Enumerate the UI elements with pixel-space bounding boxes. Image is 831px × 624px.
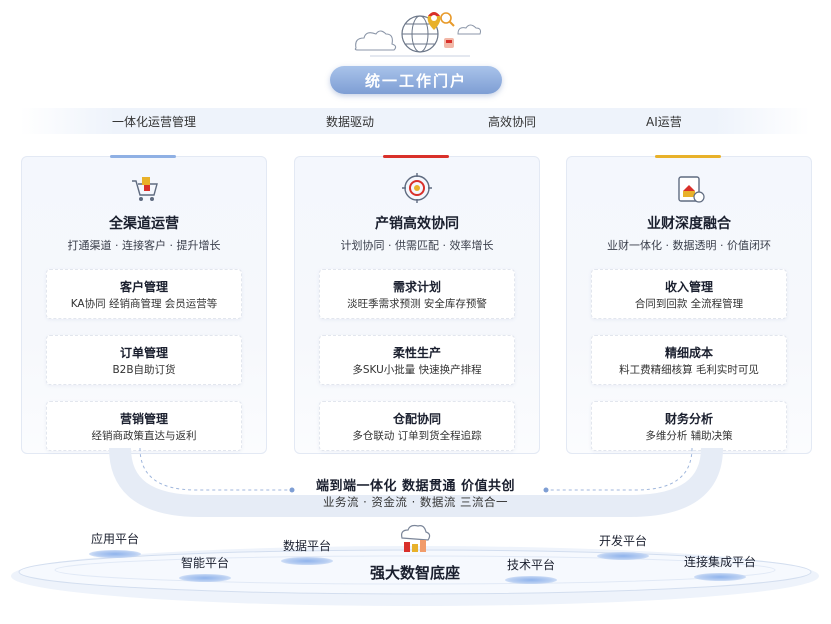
platform-label: 连接集成平台 — [683, 555, 756, 569]
card-title: 精细成本 — [664, 346, 713, 360]
capability-collaboration: 高效协同 — [488, 115, 537, 129]
unified-portal-banner: 统一工作门户 — [330, 66, 502, 94]
column-subtitle: 业财一体化 · 数据透明 · 价值闭环 — [607, 239, 771, 252]
platform-data[interactable]: 数据平台 — [262, 537, 352, 565]
platform-technology[interactable]: 技术平台 — [486, 556, 576, 584]
capability-data-driven: 数据驱动 — [326, 115, 375, 129]
column-omnichannel: 全渠道运营 打通渠道 · 连接客户 · 提升增长 客户管理 KA协同 经销商管理… — [21, 155, 267, 454]
platform-integration[interactable]: 连接集成平台 — [672, 553, 768, 581]
platform-label: 技术平台 — [506, 558, 555, 572]
platform-disc — [505, 576, 557, 584]
column-business-finance: 业财深度融合 业财一体化 · 数据透明 · 价值闭环 收入管理 合同到回款 全流… — [566, 155, 812, 454]
platform-label: 智能平台 — [180, 556, 229, 570]
column-accent-bar — [383, 155, 449, 158]
card-demand-planning[interactable]: 需求计划 淡旺季需求预测 安全库存预警 — [319, 269, 515, 319]
column-production-sales: 产销高效协同 计划协同 · 供需匹配 · 效率增长 需求计划 淡旺季需求预测 安… — [294, 155, 540, 454]
card-cost-control[interactable]: 精细成本 料工费精细核算 毛利实时可见 — [591, 335, 787, 385]
card-desc: 多仓联动 订单到货全程追踪 — [352, 430, 482, 442]
flow-connector — [109, 447, 723, 517]
platform-disc — [179, 574, 231, 582]
capability-ai-ops: AI运营 — [646, 115, 682, 129]
column-subtitle: 计划协同 · 供需匹配 · 效率增长 — [340, 239, 494, 252]
target-gear-icon — [402, 173, 432, 203]
column-subtitle: 打通渠道 · 连接客户 · 提升增长 — [67, 239, 221, 252]
column-title: 业财深度融合 — [647, 216, 731, 232]
card-customer-management[interactable]: 客户管理 KA协同 经销商管理 会员运营等 — [46, 269, 242, 319]
cloud-data-icon — [401, 524, 431, 552]
shopping-cart-icon — [132, 177, 158, 201]
platform-disc — [694, 573, 746, 581]
platform-title: 强大数智底座 — [369, 564, 460, 582]
card-marketing-management[interactable]: 营销管理 经销商政策直达与返利 — [46, 401, 242, 451]
card-title: 仓配协同 — [392, 412, 441, 426]
capability-integrated-ops: 一体化运营管理 — [112, 115, 197, 129]
card-order-management[interactable]: 订单管理 B2B自助订货 — [46, 335, 242, 385]
column-accent-bar — [110, 155, 176, 158]
platform-intelligence[interactable]: 智能平台 — [160, 554, 250, 582]
platform-application[interactable]: 应用平台 — [70, 530, 160, 558]
platform-disc — [597, 552, 649, 560]
platform-base-ellipse — [11, 546, 819, 606]
card-title: 财务分析 — [664, 412, 713, 426]
card-desc: 经销商政策直达与返利 — [91, 430, 197, 442]
card-title: 订单管理 — [119, 346, 168, 360]
flow-headline: 端到端一体化 数据贯通 价值共创 — [315, 479, 516, 494]
card-title: 需求计划 — [392, 280, 441, 294]
card-desc: 合同到回款 全流程管理 — [634, 298, 744, 310]
card-title: 客户管理 — [119, 280, 168, 294]
capability-strip: 一体化运营管理 数据驱动 高效协同 AI运营 — [20, 108, 810, 134]
card-flexible-production[interactable]: 柔性生产 多SKU小批量 快速换产排程 — [319, 335, 515, 385]
card-title: 柔性生产 — [392, 346, 441, 360]
card-title: 营销管理 — [119, 412, 168, 426]
globe-cloud-illustration — [354, 12, 481, 57]
card-desc: 料工费精细核算 毛利实时可见 — [619, 364, 759, 376]
platform-disc — [89, 550, 141, 558]
column-title: 产销高效协同 — [375, 216, 459, 232]
finance-document-icon — [678, 176, 705, 203]
card-desc: B2B自助订货 — [112, 364, 176, 376]
platform-label: 应用平台 — [90, 532, 139, 546]
card-warehouse-distribution[interactable]: 仓配协同 多仓联动 订单到货全程追踪 — [319, 401, 515, 451]
platform-label: 数据平台 — [282, 539, 331, 553]
card-financial-analysis[interactable]: 财务分析 多维分析 辅助决策 — [591, 401, 787, 451]
platform-label: 开发平台 — [598, 534, 647, 548]
flow-subline: 业务流 · 资金流 · 数据流 三流合一 — [322, 495, 509, 509]
platform-disc — [281, 557, 333, 565]
card-desc: 多SKU小批量 快速换产排程 — [352, 364, 482, 376]
card-desc: KA协同 经销商管理 会员运营等 — [70, 298, 218, 310]
column-accent-bar — [655, 155, 721, 158]
column-title: 全渠道运营 — [109, 216, 179, 232]
card-title: 收入管理 — [664, 280, 713, 294]
platform-development[interactable]: 开发平台 — [578, 532, 668, 560]
card-desc: 多维分析 辅助决策 — [645, 430, 733, 442]
card-desc: 淡旺季需求预测 安全库存预警 — [347, 298, 487, 310]
card-revenue-management[interactable]: 收入管理 合同到回款 全流程管理 — [591, 269, 787, 319]
